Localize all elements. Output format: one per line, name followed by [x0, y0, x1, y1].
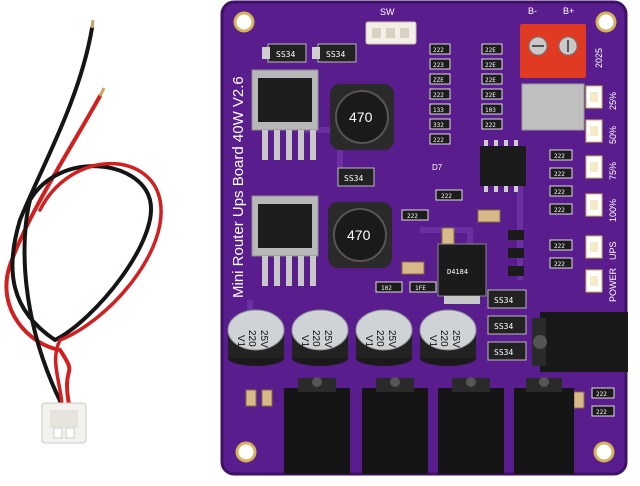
svg-text:222: 222 [554, 261, 565, 268]
year-label: 2025 [594, 48, 604, 68]
svg-text:22E: 22E [485, 92, 496, 99]
mounting-holes [233, 11, 617, 463]
diode-low-3: SS34 [487, 341, 527, 361]
svg-text:222: 222 [554, 189, 565, 196]
svg-text:25V: 25V [258, 330, 269, 348]
svg-text:222: 222 [485, 122, 496, 129]
svg-text:133: 133 [433, 107, 444, 114]
svg-text:SS34: SS34 [494, 348, 513, 357]
jst-connector [41, 402, 87, 444]
resistor-array: 222 223 ZZE 222 133 332 222 22E 22E 22E … [375, 43, 503, 293]
svg-text:D4184: D4184 [447, 268, 468, 276]
level-label-75: 75% [608, 162, 618, 180]
red-wire [4, 94, 102, 412]
terminal-label-pos: B+ [563, 6, 574, 16]
svg-text:470: 470 [347, 227, 371, 243]
svg-text:V1: V1 [427, 335, 438, 348]
inductor-1: 470 [330, 84, 394, 150]
transistors [508, 230, 524, 276]
svg-text:22E: 22E [485, 77, 496, 84]
svg-text:222: 222 [554, 171, 565, 178]
diode-top-1: SS34 [262, 43, 307, 63]
level-label-100: 100% [608, 199, 618, 222]
svg-text:223: 223 [433, 62, 444, 69]
svg-text:102: 102 [381, 285, 392, 292]
terminal-label-neg: B- [528, 6, 537, 16]
electrolytic-cap-3: 220 25V V1 [355, 309, 413, 366]
electrolytic-cap-2: 220 25V V1 [291, 309, 349, 366]
dc-output-jack-4 [514, 377, 574, 474]
power-label: POWER [608, 267, 618, 302]
regulator-ic-2 [251, 195, 319, 286]
svg-text:222: 222 [433, 92, 444, 99]
board-title: Mini Router Ups Board 40W V2.6 [230, 76, 247, 298]
svg-text:ZZE: ZZE [433, 77, 444, 84]
svg-text:222: 222 [433, 137, 444, 144]
red-wire-loop [38, 161, 163, 407]
battery-terminal-block: B- B+ [520, 6, 586, 131]
svg-text:22E: 22E [485, 62, 496, 69]
svg-text:222: 222 [407, 213, 418, 220]
sw-label: SW [380, 7, 395, 17]
svg-text:25V: 25V [386, 330, 397, 348]
svg-text:222: 222 [433, 47, 444, 54]
svg-text:220: 220 [246, 330, 257, 347]
electrolytic-cap-4: 220 25V V1 [419, 309, 477, 366]
ups-pcb: Mini Router Ups Board 40W V2.6 SW SS34 S… [220, 0, 628, 476]
d7-label: D7 [432, 163, 443, 172]
dc-input-jack [532, 312, 628, 372]
control-ic [480, 140, 526, 192]
svg-text:25V: 25V [322, 330, 333, 348]
diode-low-1: SS34 [487, 289, 527, 309]
black-wire [10, 26, 154, 407]
svg-text:25V: 25V [450, 330, 461, 348]
electrolytic-cap-1: 220 25V V1 [227, 309, 285, 366]
svg-text:SS34: SS34 [326, 50, 345, 59]
svg-text:470: 470 [349, 109, 373, 125]
svg-text:220: 220 [310, 330, 321, 347]
level-label-25: 25% [608, 92, 618, 110]
svg-text:SS34: SS34 [494, 322, 513, 331]
svg-text:SS34: SS34 [494, 296, 513, 305]
indicator-leds [585, 85, 603, 293]
svg-text:222: 222 [596, 391, 607, 398]
black-wire-tip [90, 19, 95, 29]
diode-top-2: SS34 [312, 43, 357, 63]
regulator-ic-1 [251, 69, 319, 160]
diode-mid: SS34 [337, 167, 375, 187]
level-label-50: 50% [608, 126, 618, 144]
svg-text:222: 222 [554, 153, 565, 160]
svg-text:222: 222 [554, 243, 565, 250]
inductor-2: 470 [328, 202, 392, 268]
switch-connector [365, 21, 417, 45]
svg-text:SS34: SS34 [344, 174, 363, 183]
dc-output-jack-2 [362, 377, 428, 474]
svg-text:220: 220 [374, 330, 385, 347]
jst-cable [4, 19, 163, 444]
svg-text:222: 222 [554, 207, 565, 214]
svg-text:22E: 22E [485, 47, 496, 54]
svg-text:222: 222 [596, 409, 607, 416]
svg-text:1FE: 1FE [415, 285, 426, 292]
dc-output-jack-1 [284, 377, 350, 474]
mosfet: D4184 [437, 243, 487, 304]
svg-text:V1: V1 [363, 335, 374, 348]
small-caps-bottom [245, 389, 585, 409]
svg-text:220: 220 [438, 330, 449, 347]
ups-label: UPS [608, 241, 618, 260]
svg-text:222: 222 [441, 193, 452, 200]
svg-text:103: 103 [485, 107, 496, 114]
svg-text:SS34: SS34 [276, 50, 295, 59]
led-resistors: 222 222 222 222 222 222 222 222 [549, 149, 615, 417]
svg-text:V1: V1 [235, 335, 246, 348]
svg-text:V1: V1 [299, 335, 310, 348]
red-wire-tip [98, 87, 106, 97]
svg-text:332: 332 [433, 122, 444, 129]
dc-output-jack-3 [438, 377, 504, 474]
diode-low-2: SS34 [487, 315, 527, 335]
